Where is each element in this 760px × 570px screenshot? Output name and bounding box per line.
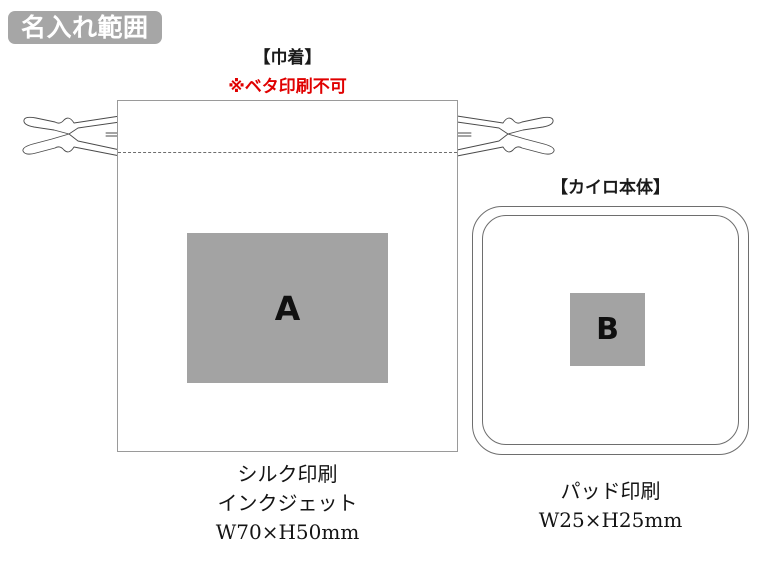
print-area-a-label: A: [274, 288, 301, 328]
pouch-caption-line-1: シルク印刷: [237, 462, 338, 486]
warmer-caption-line-1: パッド印刷: [560, 479, 661, 503]
pouch-caption-line-3: W70×H50mm: [215, 520, 360, 544]
page-title-label: 名入れ範囲: [21, 13, 149, 42]
page-title-badge: 名入れ範囲: [8, 11, 162, 44]
warmer-outline-inner: [482, 215, 739, 445]
pouch-print-warning: ※ベタ印刷不可: [228, 77, 347, 97]
drawstring-cord-left-icon: [22, 115, 126, 157]
print-area-b-label: B: [596, 311, 619, 347]
warmer-caption-line-2: W25×H25mm: [538, 508, 683, 532]
warmer-section-title: 【カイロ本体】: [551, 178, 670, 198]
pouch-section-title: 【巾着】: [253, 48, 322, 68]
pouch-drawstring-channel-line: [118, 152, 457, 153]
drawstring-cord-right-icon: [451, 115, 555, 157]
print-area-b: B: [570, 293, 645, 366]
pouch-print-caption: シルク印刷 インクジェット W70×H50mm: [170, 460, 405, 547]
pouch-caption-line-2: インクジェット: [217, 491, 358, 515]
warmer-print-caption: パッド印刷 W25×H25mm: [493, 477, 728, 535]
print-area-a: A: [187, 233, 388, 383]
